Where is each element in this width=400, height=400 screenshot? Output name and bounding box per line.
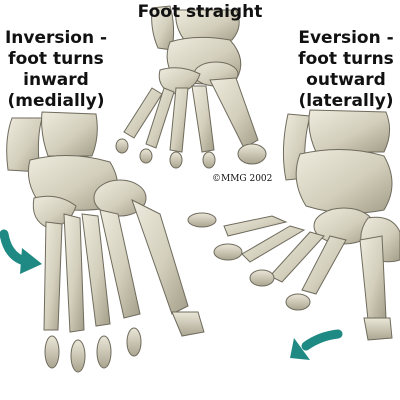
eversion-arrow-head — [290, 338, 310, 360]
copyright-notice: ©MMG 2002 — [212, 174, 273, 184]
label-line: Eversion - — [298, 28, 394, 48]
label-foot-straight: Foot straight — [120, 2, 280, 23]
label-line: foot turns — [298, 49, 394, 69]
foot-straight-skeleton — [115, 5, 267, 169]
label-inversion: Inversion - foot turns inward (medially) — [0, 28, 112, 112]
curved-arrow-icon — [0, 229, 42, 274]
foot-eversion-skeleton — [187, 109, 400, 341]
eversion-arrow-shaft — [301, 329, 343, 351]
label-eversion: Eversion - foot turns outward (laterally… — [292, 28, 400, 112]
curved-arrow-icon — [290, 329, 343, 360]
label-line: foot turns — [8, 49, 104, 69]
label-line: Inversion - — [4, 28, 108, 48]
label-line: inward — [23, 70, 89, 90]
label-line: (medially) — [7, 91, 105, 111]
label-line: (laterally) — [298, 91, 394, 111]
label-line: Foot straight — [137, 2, 263, 22]
label-line: outward — [306, 70, 386, 90]
inversion-arrow-head — [20, 248, 42, 274]
foot-inversion-skeleton — [6, 111, 205, 373]
